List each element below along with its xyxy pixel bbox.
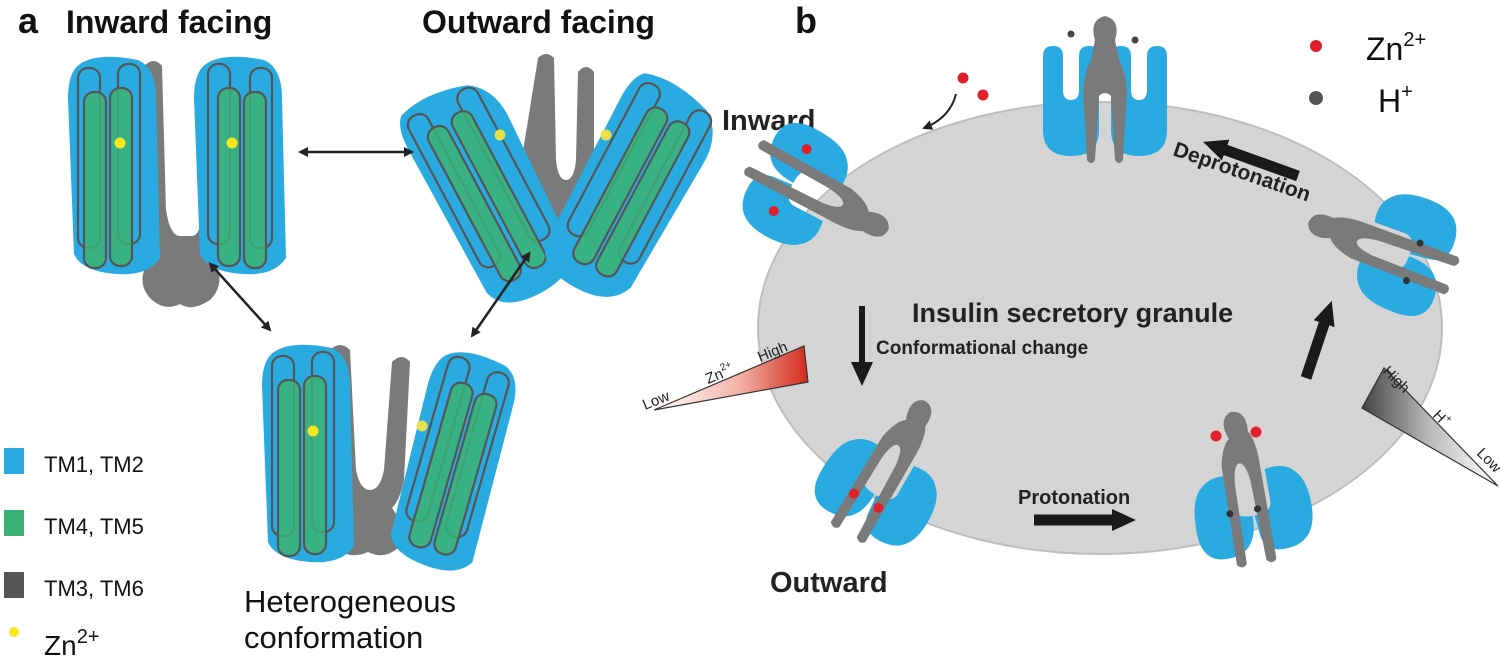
zn-site	[307, 425, 319, 437]
zn-site	[114, 137, 126, 149]
legend-zn-dot	[1310, 40, 1322, 52]
granule-label: Insulin secretory granule	[912, 298, 1233, 328]
free-zn-ion	[1210, 430, 1222, 442]
label-inward-facing: Inward facing	[66, 4, 272, 40]
protomer-left	[400, 85, 572, 303]
panel-a-letter: a	[18, 0, 39, 41]
legend-h-label: H+	[1378, 81, 1413, 119]
equilibrium-arrow-outward-hetero	[470, 251, 531, 338]
protomer-left	[66, 55, 162, 276]
outward-state-transporter	[814, 400, 937, 546]
legend-zn-label: Zn2+	[1366, 29, 1426, 67]
conformational-change-label: Conformational change	[876, 338, 1088, 359]
legend-label-tm36: TM3, TM6	[44, 576, 144, 601]
free-h-ion	[1131, 36, 1139, 44]
label-conformation: conformation	[244, 620, 423, 655]
free-zn-ion	[977, 89, 989, 101]
label-outward: Outward	[770, 567, 888, 599]
zn-site	[416, 420, 428, 432]
zn-site	[226, 137, 238, 149]
panel-b-letter: b	[795, 0, 817, 41]
insulin-secretory-granule	[757, 101, 1443, 555]
legend-label-zn: Zn2+	[44, 626, 100, 659]
legend-panel-b: Zn2+ H+	[1309, 29, 1426, 119]
label-heterogeneous: Heterogeneous	[244, 584, 456, 619]
inward-facing-transporter	[66, 55, 288, 308]
zn-site	[600, 129, 612, 141]
protonation-label: Protonation	[1018, 487, 1130, 509]
top-state-transporter	[1043, 16, 1167, 163]
right-state-transporter	[1308, 194, 1460, 316]
free-h-ion	[1067, 30, 1075, 38]
legend-label-tm12: TM1, TM2	[44, 452, 144, 477]
protomer-right	[544, 73, 713, 297]
label-outward-facing: Outward facing	[422, 4, 655, 40]
heterogeneous-transporter	[260, 343, 516, 571]
protomer-left	[260, 343, 356, 564]
zn-site	[494, 129, 506, 141]
legend-swatch-tm36	[4, 572, 24, 598]
legend-swatch-tm12	[4, 448, 24, 474]
outward-facing-transporter	[400, 54, 713, 303]
zn-gradient-low: Low	[640, 388, 672, 414]
equilibrium-arrow-inward-hetero	[208, 262, 272, 332]
deprotonation-arrow	[1203, 139, 1300, 182]
free-zn-ion	[957, 72, 969, 84]
protomer-right	[192, 55, 288, 276]
zn-release-arrow	[922, 93, 957, 130]
legend-swatch-tm45	[4, 510, 24, 536]
protomer-right	[390, 352, 516, 571]
legend-swatch-zn	[9, 627, 19, 637]
legend-panel-a: TM1, TM2 TM4, TM5 TM3, TM6 Zn2+	[4, 448, 144, 659]
zn-gradient-ion: Zn2+	[702, 359, 736, 388]
legend-h-dot	[1309, 91, 1323, 105]
bottom-right-state-transporter	[1194, 411, 1313, 568]
upward-cycle-arrow	[1300, 300, 1335, 380]
inward-state-transporter	[742, 122, 889, 245]
legend-label-tm45: TM4, TM5	[44, 514, 144, 539]
free-zn-ion	[1250, 426, 1262, 438]
